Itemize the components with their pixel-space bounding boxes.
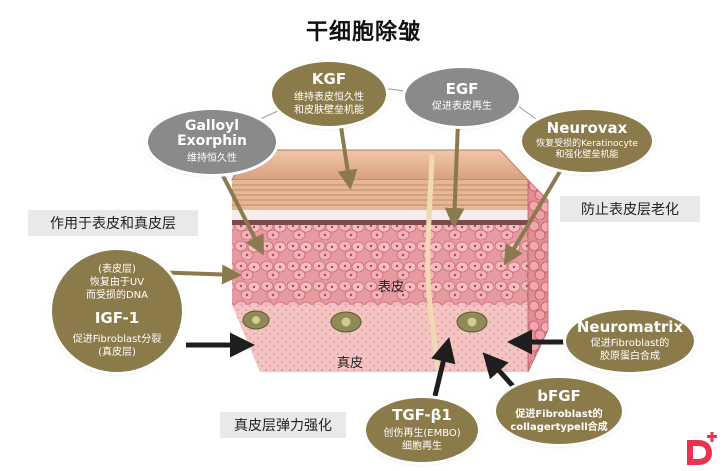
bubble-egf: EGF 促进表皮再生 [405, 68, 519, 126]
bubble-neuromatrix: Neuromatrix 促进Fibroblast的 胶原蛋白合成 [566, 310, 694, 372]
bubble-galloyl-exorphin: Galloyl Exorphin 维持恒久性 [148, 110, 276, 174]
bubble-desc: 促进表皮再生 [432, 101, 492, 113]
bubble-desc: 促进Fibroblast的 [515, 408, 603, 420]
bubble-desc: 维持表皮恒久性 [294, 91, 364, 103]
bubble-title: KGF [311, 70, 347, 89]
arrow-icon [503, 166, 564, 266]
bubble-desc: (表皮层) [98, 264, 136, 276]
bubble-desc: 胶原蛋白合成 [600, 351, 660, 363]
bubble-title: Neurovax [546, 119, 628, 138]
bubble-title: EGF [445, 79, 479, 98]
arrow-icon [337, 119, 358, 190]
bubble-desc: 细胞再生 [402, 440, 442, 452]
label-box-epidermis-dermis: 作用于表皮和真皮层 [28, 210, 198, 236]
bubble-bfgf: bFGF 促进Fibroblast的 collagertypell合成 [496, 378, 622, 444]
bubble-desc: 促进Fibroblast分裂 [72, 333, 162, 345]
page-title: 干细胞除皱 [305, 20, 421, 45]
bubble-desc: (真皮层) [98, 346, 136, 358]
d-plus-logo-icon [687, 432, 717, 465]
bubble-desc: 创伤再生(EMBO) [383, 427, 461, 439]
bubble-desc: 促进Fibroblast的 [590, 338, 670, 350]
bubble-tgf-beta1: TGF-β1 创伤再生(EMBO) 细胞再生 [366, 398, 478, 462]
bubble-kgf: KGF 维持表皮恒久性 和皮肤壁垒机能 [272, 62, 386, 126]
label-box-anti-aging: 防止表皮层老化 [560, 196, 700, 222]
bubble-title: IGF-1 [94, 309, 140, 328]
arrow-icon [431, 337, 456, 401]
skin-block [231, 149, 549, 373]
bubble-desc: 和皮肤壁垒机能 [294, 104, 364, 116]
dermis-label: 真皮 [337, 356, 364, 371]
arrow-icon [444, 121, 465, 228]
bubble-desc: 恢复由于UV [89, 277, 145, 289]
bubble-desc: 维持恒久性 [187, 153, 237, 165]
bubble-title: Galloyl Exorphin [177, 117, 247, 149]
bubble-desc: 而受损的DNA [85, 290, 149, 302]
bubble-title: bFGF [537, 387, 581, 406]
bubble-igf-1: (表皮层) 恢复由于UV 而受损的DNA IGF-1 促进Fibroblast分… [52, 250, 182, 372]
arrow-icon [218, 169, 264, 256]
bubble-desc: 和强化壁垒机能 [555, 150, 619, 161]
bubble-desc: collagertypell合成 [510, 421, 608, 433]
bubble-title: TGF-β1 [392, 406, 452, 425]
bubble-title: Neuromatrix [576, 317, 684, 336]
epidermis-label: 表皮 [378, 280, 405, 295]
bubble-desc: 恢复受损的Keratinocyte [536, 138, 638, 149]
label-box-dermis-elastic: 真皮层弹力强化 [220, 412, 346, 438]
bubble-neurovax: Neurovax 恢复受损的Keratinocyte 和强化壁垒机能 [522, 110, 652, 172]
